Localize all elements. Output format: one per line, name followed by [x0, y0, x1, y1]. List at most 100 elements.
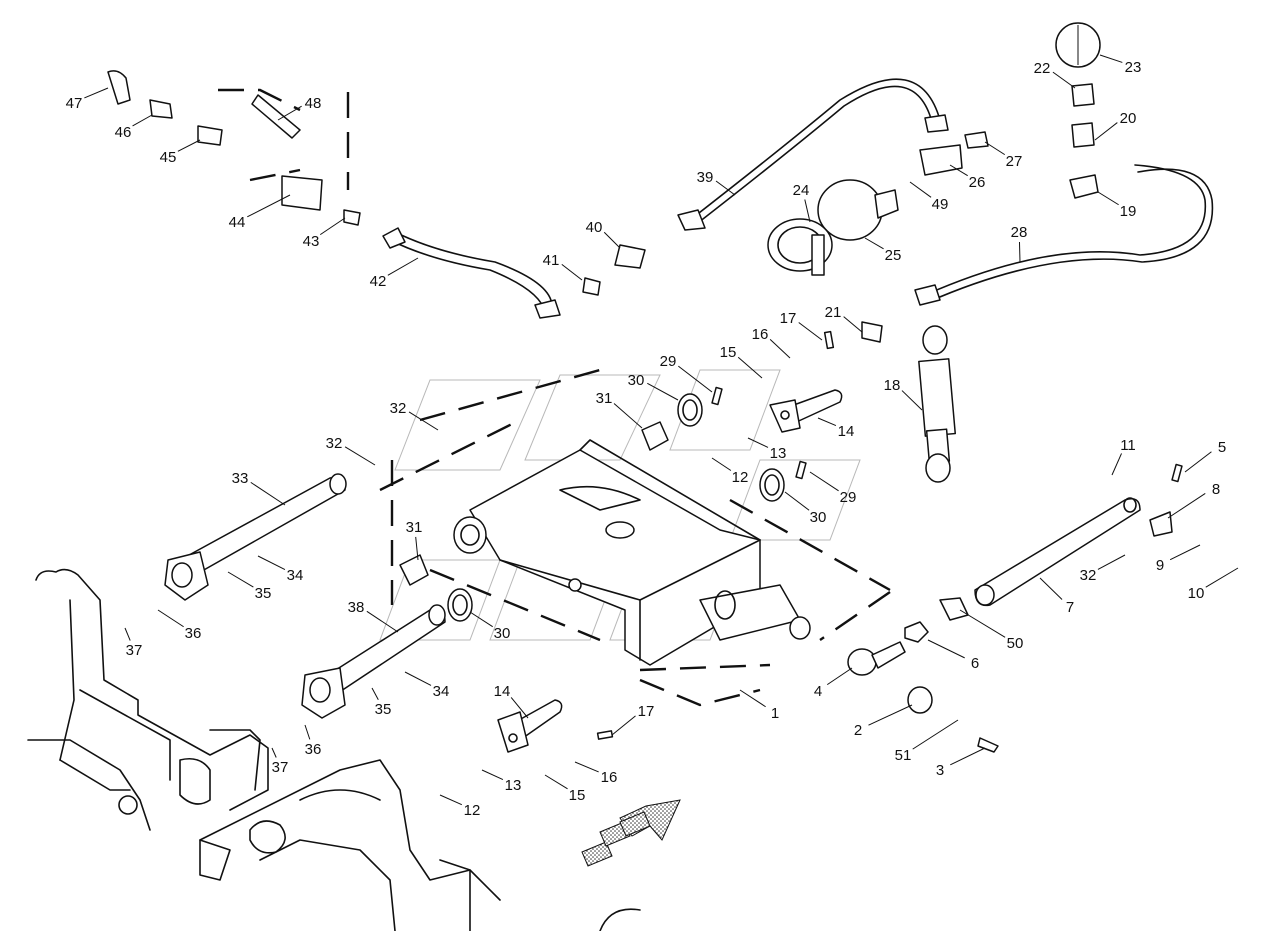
- leader-line-35: [371, 687, 379, 701]
- callout-35: 35: [375, 701, 392, 718]
- leader-line-50: [959, 609, 1006, 638]
- tractor-frame: [27, 568, 641, 931]
- leader-line-23: [1099, 54, 1123, 63]
- leader-line-13: [747, 437, 769, 448]
- leader-line-37: [271, 747, 277, 758]
- plate-part-50: [939, 597, 969, 621]
- callout-14: 14: [838, 423, 855, 440]
- leader-line-21: [843, 316, 863, 333]
- swing-frame-part-1: [453, 439, 811, 666]
- leader-line-36: [304, 724, 311, 740]
- leader-line-42: [387, 257, 419, 276]
- callout-36: 36: [185, 625, 202, 642]
- callout-6: 6: [971, 655, 979, 672]
- leader-line-37: [124, 627, 131, 641]
- callout-45: 45: [160, 149, 177, 166]
- callout-27: 27: [1006, 153, 1023, 170]
- leader-line-19: [1097, 191, 1119, 206]
- leader-line-45: [177, 139, 201, 152]
- leader-line-38: [366, 610, 399, 633]
- leader-line-30: [469, 611, 493, 628]
- leader-line-11: [1111, 453, 1122, 476]
- leader-line-24: [804, 199, 811, 223]
- callout-31: 31: [596, 390, 613, 407]
- nut-part-6: [904, 621, 929, 643]
- leader-line-7: [1039, 577, 1063, 600]
- callout-28: 28: [1011, 224, 1028, 241]
- leader-line-5: [1184, 451, 1212, 473]
- leader-line-16: [769, 338, 791, 359]
- callout-49: 49: [932, 196, 949, 213]
- leader-line-17: [611, 715, 636, 736]
- leader-line-40: [603, 231, 621, 249]
- pin-part-38: [301, 604, 446, 719]
- callout-32: 32: [326, 435, 343, 452]
- callout-16: 16: [601, 769, 618, 786]
- callout-14: 14: [494, 683, 511, 700]
- leader-line-43: [319, 217, 346, 236]
- callout-25: 25: [885, 247, 902, 264]
- small-parts: [596, 330, 1183, 740]
- callout-50: 50: [1007, 635, 1024, 652]
- pin-part-14-lower: [497, 699, 563, 753]
- callout-30: 30: [494, 625, 511, 642]
- clamp-part-24: [767, 218, 833, 276]
- callout-22: 22: [1034, 60, 1051, 77]
- leader-line-3: [950, 747, 986, 766]
- callout-7: 7: [1066, 599, 1074, 616]
- leader-line-8: [1167, 493, 1206, 519]
- callout-20: 20: [1120, 110, 1137, 127]
- leader-line-31: [613, 403, 643, 429]
- leader-line-4: [826, 667, 853, 686]
- leader-line-18: [901, 390, 923, 411]
- callout-10: 10: [1188, 585, 1205, 602]
- leader-line-14: [817, 417, 837, 427]
- callout-2: 2: [854, 722, 862, 739]
- callout-9: 9: [1156, 557, 1164, 574]
- callout-46: 46: [115, 124, 132, 141]
- callout-30: 30: [628, 372, 645, 389]
- callout-labels: 1234567891011121213131414151516161717181…: [66, 59, 1227, 819]
- leader-line-29: [809, 471, 839, 492]
- ball-joint-part-4: [847, 641, 906, 676]
- leader-line-25: [864, 237, 884, 250]
- callout-32: 32: [1080, 567, 1097, 584]
- leader-line-32: [344, 446, 376, 466]
- callout-51: 51: [895, 747, 912, 764]
- direction-arrow: [581, 799, 681, 867]
- callout-5: 5: [1218, 439, 1226, 456]
- leader-line-6: [927, 639, 965, 659]
- callout-32: 32: [390, 400, 407, 417]
- leader-line-31: [415, 536, 419, 561]
- shock-absorber-part-18: [918, 325, 957, 483]
- leader-line-12: [439, 794, 463, 806]
- callout-19: 19: [1120, 203, 1137, 220]
- callout-15: 15: [720, 344, 737, 361]
- leader-line-17: [798, 322, 823, 341]
- callout-35: 35: [255, 585, 272, 602]
- leader-line-28: [1018, 241, 1021, 263]
- hose-part-28: [914, 164, 1214, 306]
- callout-34: 34: [287, 567, 304, 584]
- callout-34: 34: [433, 683, 450, 700]
- callout-3: 3: [936, 762, 944, 779]
- leader-line-15: [544, 774, 568, 790]
- leader-line-32: [408, 411, 439, 431]
- callout-42: 42: [370, 273, 387, 290]
- leader-line-22: [1052, 71, 1076, 89]
- callout-23: 23: [1125, 59, 1142, 76]
- leader-line-34: [404, 671, 432, 686]
- pin-part-14-upper: [769, 389, 843, 433]
- callout-37: 37: [272, 759, 289, 776]
- callout-36: 36: [305, 741, 322, 758]
- callout-43: 43: [303, 233, 320, 250]
- callout-31: 31: [406, 519, 423, 536]
- hose-part-39: [677, 78, 949, 231]
- callout-13: 13: [770, 445, 787, 462]
- bushings: [399, 393, 785, 622]
- callout-41: 41: [543, 252, 560, 269]
- leader-line-29: [678, 365, 713, 393]
- callout-39: 39: [697, 169, 714, 186]
- leader-line-2: [868, 704, 913, 726]
